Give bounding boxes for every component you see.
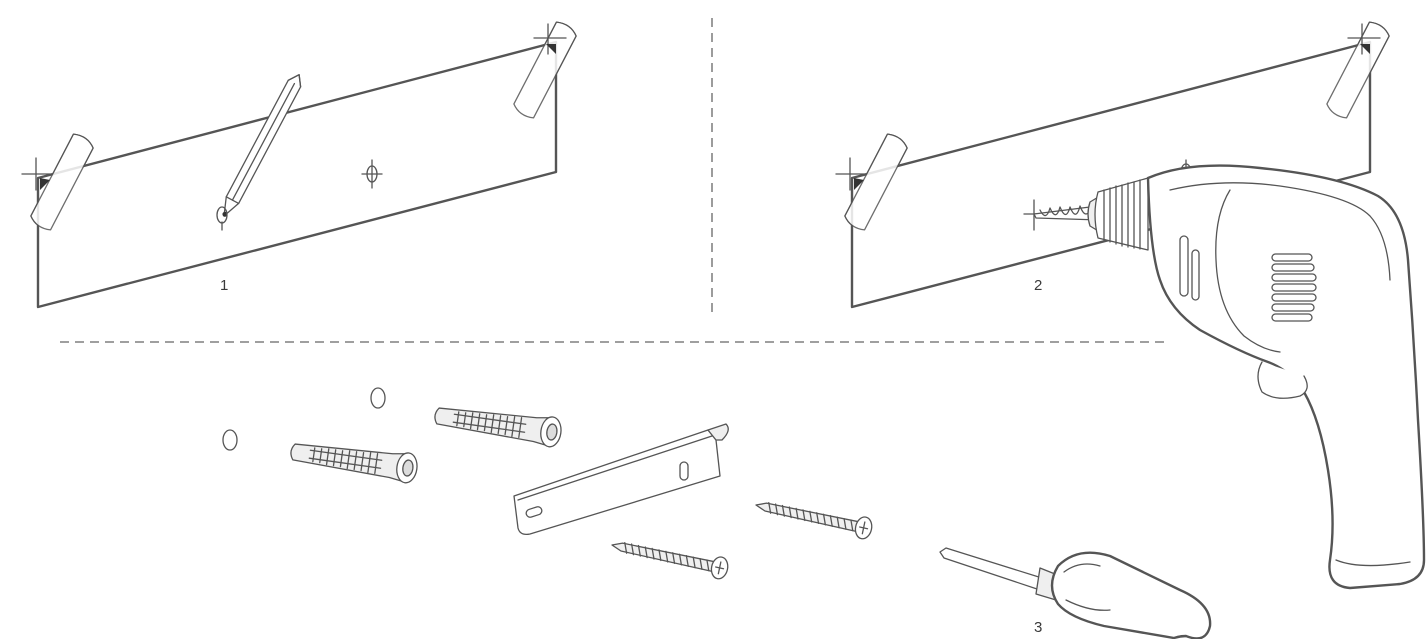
step-label-3: 3 — [1034, 619, 1042, 636]
paper-template-icon — [36, 40, 558, 309]
masking-tape-icon — [1326, 21, 1390, 119]
screw-icon — [609, 533, 731, 581]
wall-plug-icon — [288, 436, 420, 485]
mounting-bracket-icon — [513, 423, 729, 536]
pencil-icon — [222, 74, 302, 217]
panel-step-2: 2 — [827, 18, 1407, 309]
corner-crosshair-icon — [21, 23, 567, 191]
drill-icon — [1033, 164, 1426, 590]
wall-plug-icon — [432, 400, 564, 449]
hole-mark-icon — [370, 387, 386, 409]
drill-mark-icon — [361, 159, 383, 189]
step-label-2: 2 — [1034, 277, 1042, 294]
paper-template-icon — [850, 40, 1372, 309]
panel-step-3: 3 — [222, 387, 1212, 640]
screwdriver-icon — [939, 547, 1212, 640]
masking-tape-icon — [844, 133, 908, 231]
panel-step-1: 1 — [13, 18, 594, 309]
screw-icon — [753, 493, 875, 541]
hole-mark-icon — [222, 429, 238, 451]
step-label-1: 1 — [220, 277, 228, 294]
